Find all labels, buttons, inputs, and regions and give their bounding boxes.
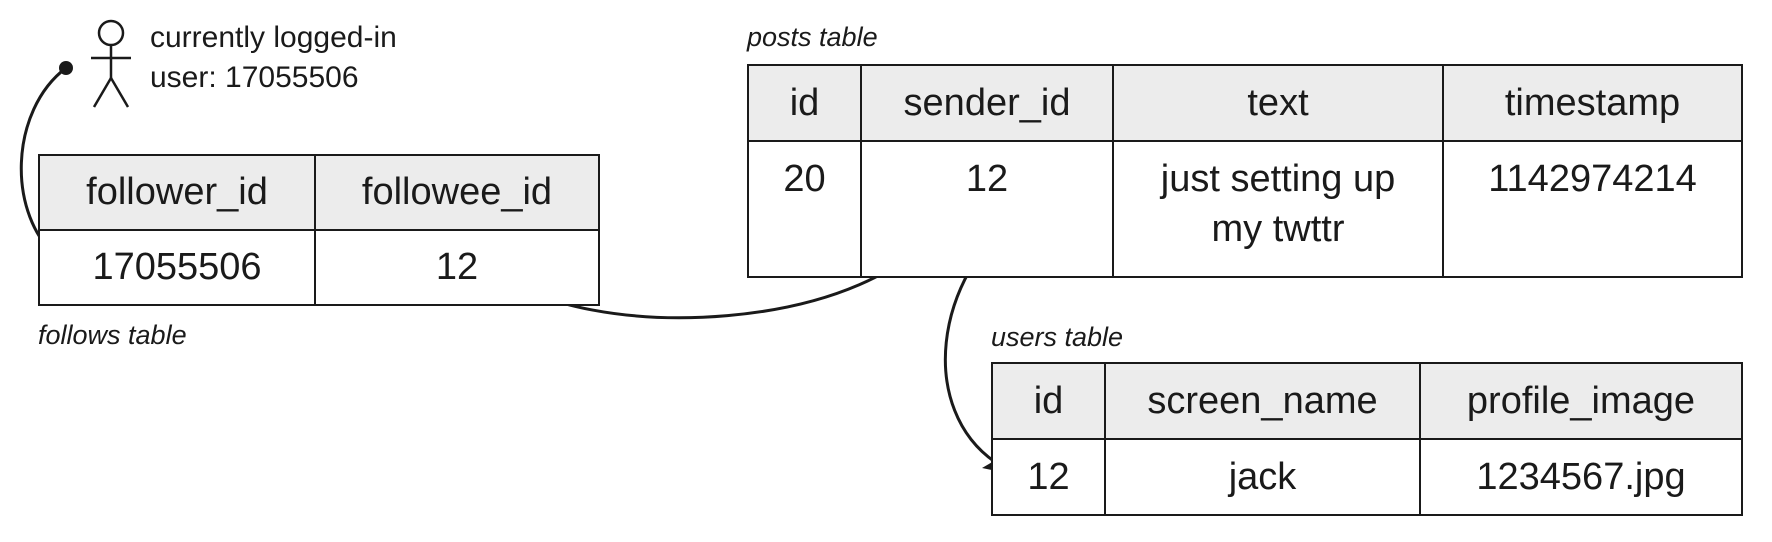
column-header: screen_name: [1104, 362, 1421, 440]
users-table-caption: users table: [991, 322, 1124, 352]
column-header: timestamp: [1442, 64, 1743, 142]
table-row: 17055506 12: [38, 229, 600, 306]
users-table: id screen_name profile_image 12 jack 123…: [991, 362, 1743, 516]
column-header: sender_id: [860, 64, 1114, 142]
table-header-row: id sender_id text timestamp: [747, 64, 1743, 142]
table-cell: 20: [747, 140, 862, 278]
table-cell: 12: [860, 140, 1114, 278]
user-icon: [91, 19, 131, 108]
table-cell: 17055506: [38, 229, 316, 306]
table-header-row: id screen_name profile_image: [991, 362, 1743, 440]
user-label-line2: user: 17055506: [150, 61, 359, 94]
table-cell: 1142974214: [1442, 140, 1743, 278]
table-row: 12 jack 1234567.jpg: [991, 438, 1743, 516]
table-cell: 12: [314, 229, 600, 306]
table-cell: 1234567.jpg: [1419, 438, 1743, 516]
column-header: followee_id: [314, 154, 600, 231]
column-header: profile_image: [1419, 362, 1743, 440]
column-header: id: [747, 64, 862, 142]
logged-in-user-label: currently logged-in user: 17055506: [150, 18, 397, 98]
table-header-row: follower_id followee_id: [38, 154, 600, 231]
table-cell: 12: [991, 438, 1106, 516]
table-cell: jack: [1104, 438, 1421, 516]
posts-table: id sender_id text timestamp 20 12 just s…: [747, 64, 1743, 278]
follows-table-caption: follows table: [38, 320, 187, 350]
column-header: id: [991, 362, 1106, 440]
follows-table: follower_id followee_id 17055506 12: [38, 154, 600, 306]
table-cell: just setting up my twttr: [1112, 140, 1444, 278]
table-row: 20 12 just setting up my twttr 114297421…: [747, 140, 1743, 278]
column-header: text: [1112, 64, 1444, 142]
posts-table-caption: posts table: [747, 22, 878, 52]
column-header: follower_id: [38, 154, 316, 231]
user-label-line1: currently logged-in: [150, 21, 397, 54]
